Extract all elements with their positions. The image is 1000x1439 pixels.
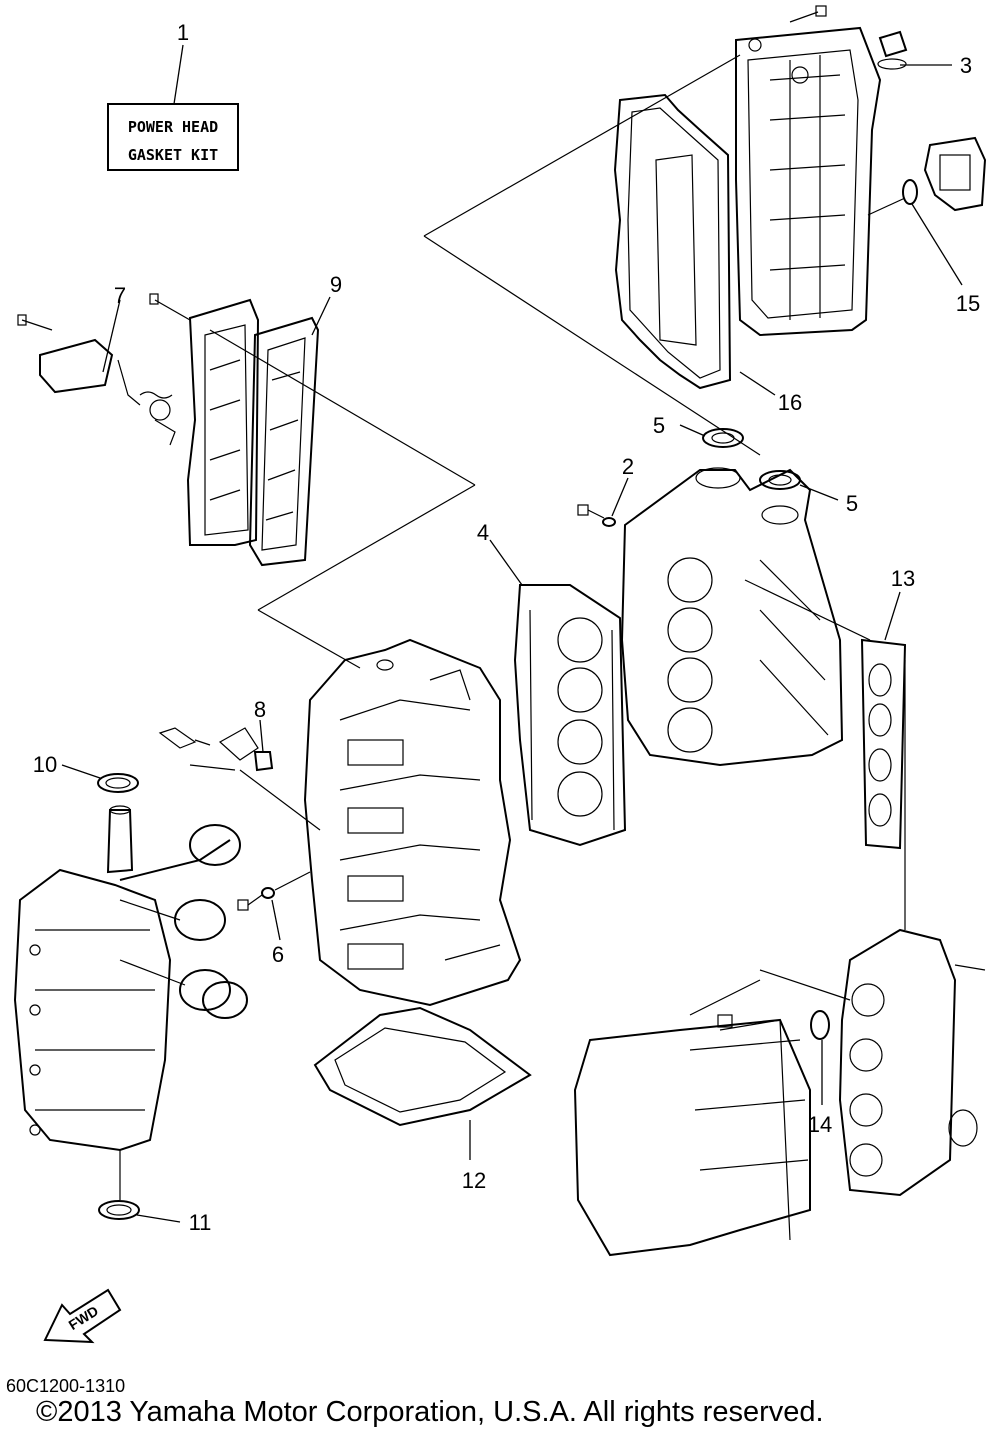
callout-10: 10: [33, 752, 57, 777]
callout-16: 16: [778, 390, 802, 415]
o-ring-14: [810, 1010, 830, 1105]
oil-seal-5b: [759, 470, 839, 501]
head-cover-gasket: [423, 54, 776, 456]
o-ring-15: [867, 179, 963, 286]
throttle-body-assembly: [759, 928, 986, 1197]
thermostat-housing: [923, 136, 987, 212]
cylinder-block: [303, 638, 522, 1007]
exhaust-cover-gasket: [248, 296, 331, 567]
manifold-gasket-13: [860, 591, 907, 930]
callout-14: 14: [808, 1112, 832, 1137]
cylinder-head-cover: [735, 5, 882, 337]
callout-13: 13: [891, 566, 915, 591]
oil-seal-10: [61, 764, 139, 793]
callout-4: 4: [477, 520, 489, 545]
callout-9: 9: [330, 272, 342, 297]
fwd-label: FWD: [66, 1303, 102, 1333]
kit-label-line1: POWER HEAD: [128, 118, 218, 136]
base-gasket-12: [313, 1006, 532, 1160]
callout-1: 1: [177, 20, 189, 45]
callout-5a: 5: [653, 413, 665, 438]
intake-silencer: [573, 979, 811, 1257]
sensor-and-seal-8: [158, 719, 321, 831]
callout-6: 6: [272, 942, 284, 967]
callout-2: 2: [622, 454, 634, 479]
callout-15: 15: [956, 291, 980, 316]
callout-3: 3: [960, 53, 972, 78]
callout-7: 7: [114, 283, 126, 308]
cylinder-head-gasket: [489, 539, 627, 847]
callout-numbers: 1 2 3 4 5 5 6 7 8 9 10 11 12 13 14 15 16: [33, 20, 980, 1235]
bolt-washer-6: [237, 871, 311, 941]
exhaust-cover: [149, 293, 260, 546]
gasket-kit-label: POWER HEAD GASKET KIT: [107, 44, 239, 171]
fwd-direction-arrow: FWD: [43, 1288, 122, 1344]
callout-5b: 5: [846, 491, 858, 516]
callout-11: 11: [189, 1210, 212, 1235]
crankshaft-and-pistons: [106, 805, 248, 1019]
cylinder-head: [620, 467, 871, 767]
diagram-code: 60C1200-1310: [6, 1376, 126, 1396]
crankcase: [13, 868, 172, 1152]
reference-lines-left: [209, 329, 476, 669]
copyright-notice: ©2013 Yamaha Motor Corporation, U.S.A. A…: [36, 1396, 824, 1428]
callout-12: 12: [462, 1168, 486, 1193]
bolt-washer-2: [577, 477, 629, 527]
oil-filler-cap: [877, 30, 952, 70]
thermostat-cover-parts: [17, 299, 176, 446]
callout-8: 8: [254, 697, 266, 722]
oil-seal-5a: [679, 424, 744, 448]
oil-seal-11: [98, 1150, 181, 1223]
kit-label-line2: GASKET KIT: [128, 146, 218, 164]
